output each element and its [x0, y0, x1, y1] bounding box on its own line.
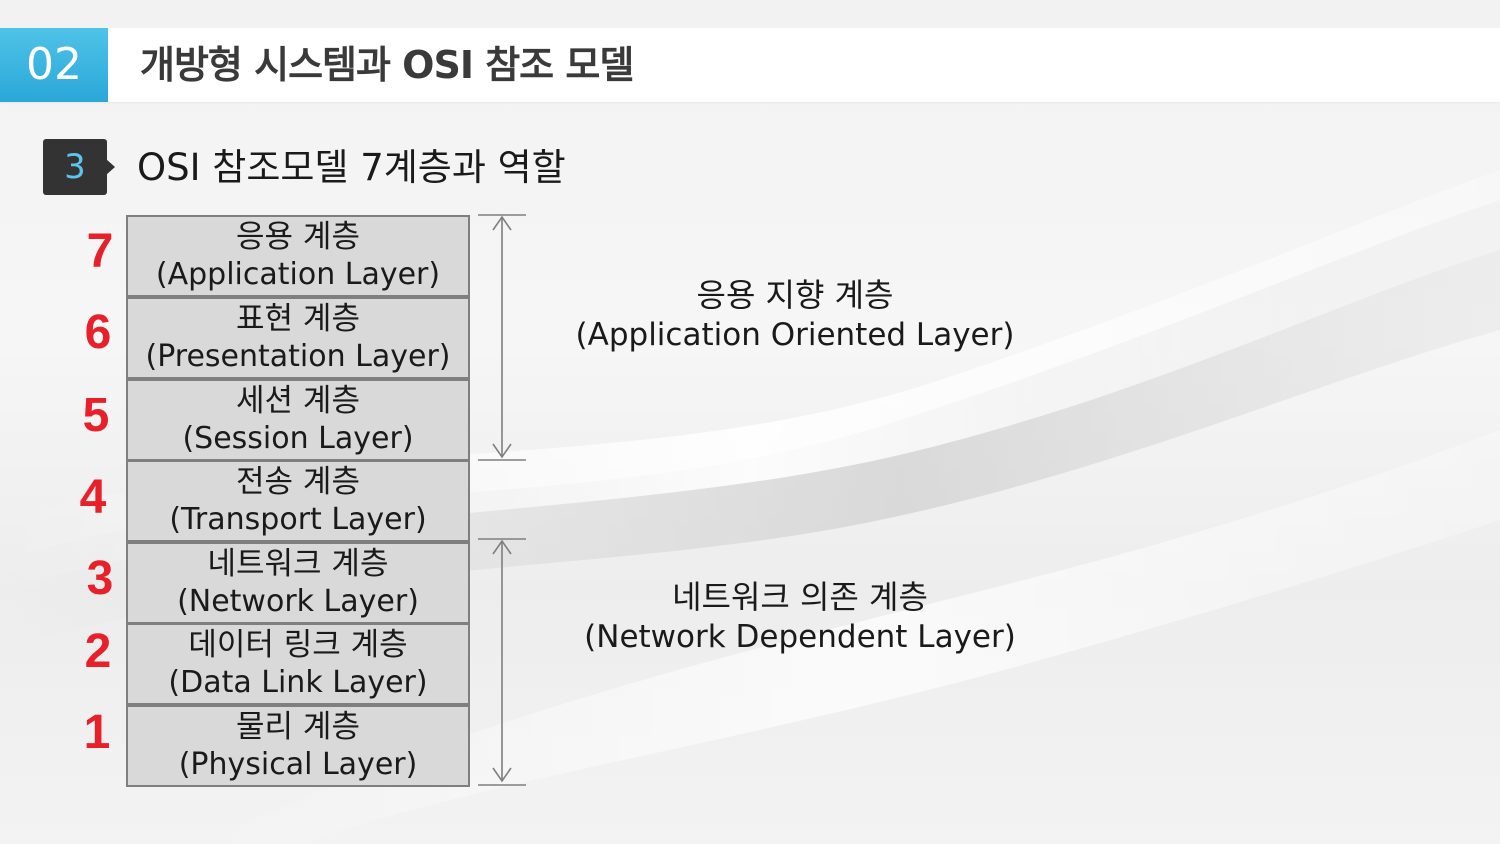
layer-name-en: (Transport Layer) [169, 502, 427, 537]
group-bracket-arrows [478, 214, 526, 786]
layer-box-transport: 전송 계층 (Transport Layer) [126, 460, 470, 542]
layer-number-5: 5 [82, 389, 110, 442]
layer-name-ko: 물리 계층 [236, 709, 360, 745]
layer-name-ko: 네트워크 계층 [207, 546, 389, 582]
group-name-en: (Application Oriented Layer) [575, 317, 1015, 353]
layer-number-6: 6 [84, 306, 112, 359]
layer-name-en: (Network Layer) [177, 584, 419, 619]
layer-name-en: (Presentation Layer) [145, 339, 451, 374]
section-title: 개방형 시스템과 OSI 참조 모델 [140, 43, 634, 87]
title-bar: 02 개방형 시스템과 OSI 참조 모델 [0, 28, 1500, 102]
group-name-ko: 네트워크 의존 계층 [672, 578, 928, 616]
layer-name-ko: 데이터 링크 계층 [188, 627, 408, 663]
layer-box-session: 세션 계층 (Session Layer) [126, 379, 470, 461]
layer-box-network: 네트워크 계층 (Network Layer) [126, 542, 470, 624]
section-number: 02 [0, 28, 108, 102]
layer-box-presentation: 표현 계층 (Presentation Layer) [126, 297, 470, 379]
layer-box-application: 응용 계층 (Application Layer) [126, 215, 470, 297]
layer-name-en: (Application Layer) [155, 257, 441, 292]
group-name-en: (Network Dependent Layer) [584, 619, 1016, 655]
layer-number-3: 3 [86, 552, 114, 605]
group-label-network-dependent: 네트워크 의존 계층 (Network Dependent Layer) [565, 577, 1035, 657]
arrow-down-icon [492, 767, 512, 783]
arrow-up-icon [492, 215, 512, 231]
group-label-application-oriented: 응용 지향 계층 (Application Oriented Layer) [560, 275, 1030, 355]
subsection-badge: 3 [43, 139, 115, 195]
layer-box-physical: 물리 계층 (Physical Layer) [126, 705, 470, 787]
arrow-down-icon [492, 443, 512, 459]
layer-number-4: 4 [79, 471, 107, 524]
layer-number-1: 1 [83, 706, 111, 759]
layer-number-2: 2 [84, 625, 112, 678]
layer-name-en: (Physical Layer) [178, 747, 418, 782]
arrow-up-icon [492, 539, 512, 555]
layer-name-ko: 응용 계층 [236, 219, 360, 255]
layer-name-ko: 전송 계층 [236, 464, 360, 500]
layer-number-7: 7 [86, 225, 114, 278]
layer-name-ko: 세션 계층 [236, 383, 360, 419]
layer-box-data-link: 데이터 링크 계층 (Data Link Layer) [126, 623, 470, 705]
subsection-title: OSI 참조모델 7계층과 역할 [137, 146, 566, 189]
group-name-ko: 응용 지향 계층 [696, 276, 894, 314]
layer-name-en: (Data Link Layer) [168, 665, 428, 700]
layer-name-en: (Session Layer) [182, 421, 414, 456]
layer-name-ko: 표현 계층 [236, 301, 360, 337]
